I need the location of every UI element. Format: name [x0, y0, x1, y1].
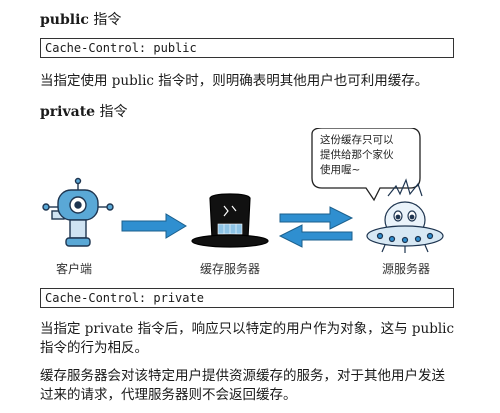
public-description: 当指定使用 public 指令时，则明确表明其他用户也可利用缓存。 [40, 73, 429, 89]
cache-diagram-illustration [42, 127, 444, 253]
arrow-cache-to-origin-icon [279, 206, 354, 230]
private-heading-suffix: 指令 [95, 104, 128, 120]
private-heading-keyword: private [40, 104, 96, 120]
public-heading-keyword: public [40, 12, 89, 28]
public-code-block: Cache-Control: public [40, 38, 454, 58]
origin-server-label: 源服务器 [382, 262, 431, 276]
client-robot-icon [42, 177, 114, 247]
speech-bubble-line-2: 提供给那个家伙 [320, 149, 394, 161]
public-heading-suffix: 指令 [88, 12, 122, 28]
private-heading: private 指令 [40, 101, 128, 121]
private-description: 当指定 private 指令后，响应只以特定的用户作为对象，这与 public … [40, 320, 480, 358]
origin-server-ufo-icon [366, 178, 444, 253]
cache-server-label: 缓存服务器 [200, 262, 261, 276]
arrow-client-to-cache-icon [121, 213, 187, 239]
private-description-line-1: 当指定 private 指令后，响应只以特定的用户作为对象，这与 public [40, 321, 455, 337]
private-note-line-1: 缓存服务器会对该特定用户提供资源缓存的服务，对于其他用户发送 [40, 368, 445, 384]
arrow-origin-to-cache-icon [278, 224, 353, 248]
speech-bubble [311, 127, 421, 202]
cache-server-hat-icon [191, 193, 269, 248]
private-description-line-2: 指令的行为相反。 [40, 340, 148, 356]
cache-diagram: 这份缓存只可以 提供给那个家伙 使用喔~ 客户端 缓存服务器 源服务器 [0, 127, 500, 280]
client-label: 客户端 [56, 262, 93, 276]
speech-bubble-line-3: 使用喔~ [320, 164, 361, 176]
private-note: 缓存服务器会对该特定用户提供资源缓存的服务，对于其他用户发送 过来的请求，代理服… [40, 367, 480, 405]
public-heading: public 指令 [40, 9, 121, 29]
private-code-block: Cache-Control: private [40, 288, 454, 308]
speech-bubble-text: 这份缓存只可以 提供给那个家伙 使用喔~ [320, 133, 418, 178]
speech-bubble-line-1: 这份缓存只可以 [320, 134, 394, 146]
private-note-line-2: 过来的请求，代理服务器则不会返回缓存。 [40, 387, 297, 403]
